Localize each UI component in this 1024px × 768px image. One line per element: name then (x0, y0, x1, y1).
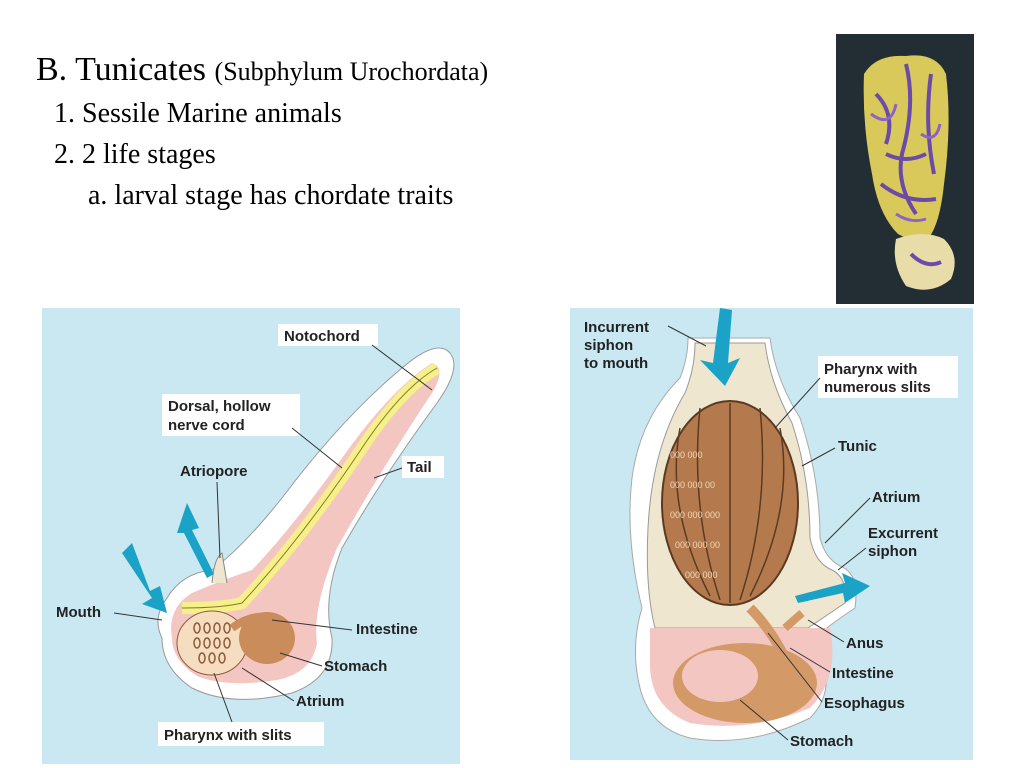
label-pharynx-slits: Pharynx with slits (164, 727, 292, 744)
label-excurrent-2: siphon (868, 543, 917, 560)
bullet-larval-stage: a. larval stage has chordate traits (88, 180, 454, 211)
label-tunic: Tunic (838, 438, 877, 455)
label-esophagus: Esophagus (824, 695, 905, 712)
label-atriopore: Atriopore (180, 463, 248, 480)
label-incurrent-2: siphon (584, 337, 633, 354)
label-intestine: Intestine (832, 665, 894, 682)
label-anus: Anus (846, 635, 884, 652)
svg-text:000 000 00: 000 000 00 (670, 480, 715, 490)
title-main: B. Tunicates (36, 51, 207, 88)
label-incurrent-1: Incurrent (584, 319, 649, 336)
label-excurrent-1: Excurrent (868, 525, 938, 542)
label-atrium: Atrium (296, 693, 344, 710)
label-notochord: Notochord (284, 328, 360, 345)
larva-diagram: Notochord Dorsal, hollow nerve cord Tail… (42, 308, 460, 764)
bullet-sessile: 1. Sessile Marine animals (54, 98, 342, 129)
label-stomach: Stomach (324, 658, 387, 675)
slide-heading: B. Tunicates (Subphylum Urochordata) (36, 50, 488, 92)
svg-text:000 000 000: 000 000 000 (670, 510, 720, 520)
label-intestine: Intestine (356, 621, 418, 638)
adult-tunicate-diagram: 000 000 000 000 00 000 000 000 000 000 0… (570, 308, 973, 760)
label-incurrent-3: to mouth (584, 355, 648, 372)
label-nerve-cord-2: nerve cord (168, 417, 245, 434)
bullet-life-stages: 2. 2 life stages (54, 139, 216, 170)
label-nerve-cord-1: Dorsal, hollow (168, 398, 271, 415)
label-pharynx-2: numerous slits (824, 379, 931, 396)
label-tail: Tail (407, 459, 432, 476)
title-subphylum: (Subphylum Urochordata) (214, 57, 489, 86)
tunicate-photo (836, 34, 974, 304)
svg-text:000 000: 000 000 (685, 570, 718, 580)
label-atrium: Atrium (872, 489, 920, 506)
svg-text:000 000: 000 000 (670, 450, 703, 460)
label-pharynx-1: Pharynx with (824, 361, 917, 378)
label-stomach: Stomach (790, 733, 853, 750)
svg-text:000 000 00: 000 000 00 (675, 540, 720, 550)
label-mouth: Mouth (56, 604, 101, 621)
page-title: B. Tunicates (Subphylum Urochordata) (36, 50, 488, 92)
